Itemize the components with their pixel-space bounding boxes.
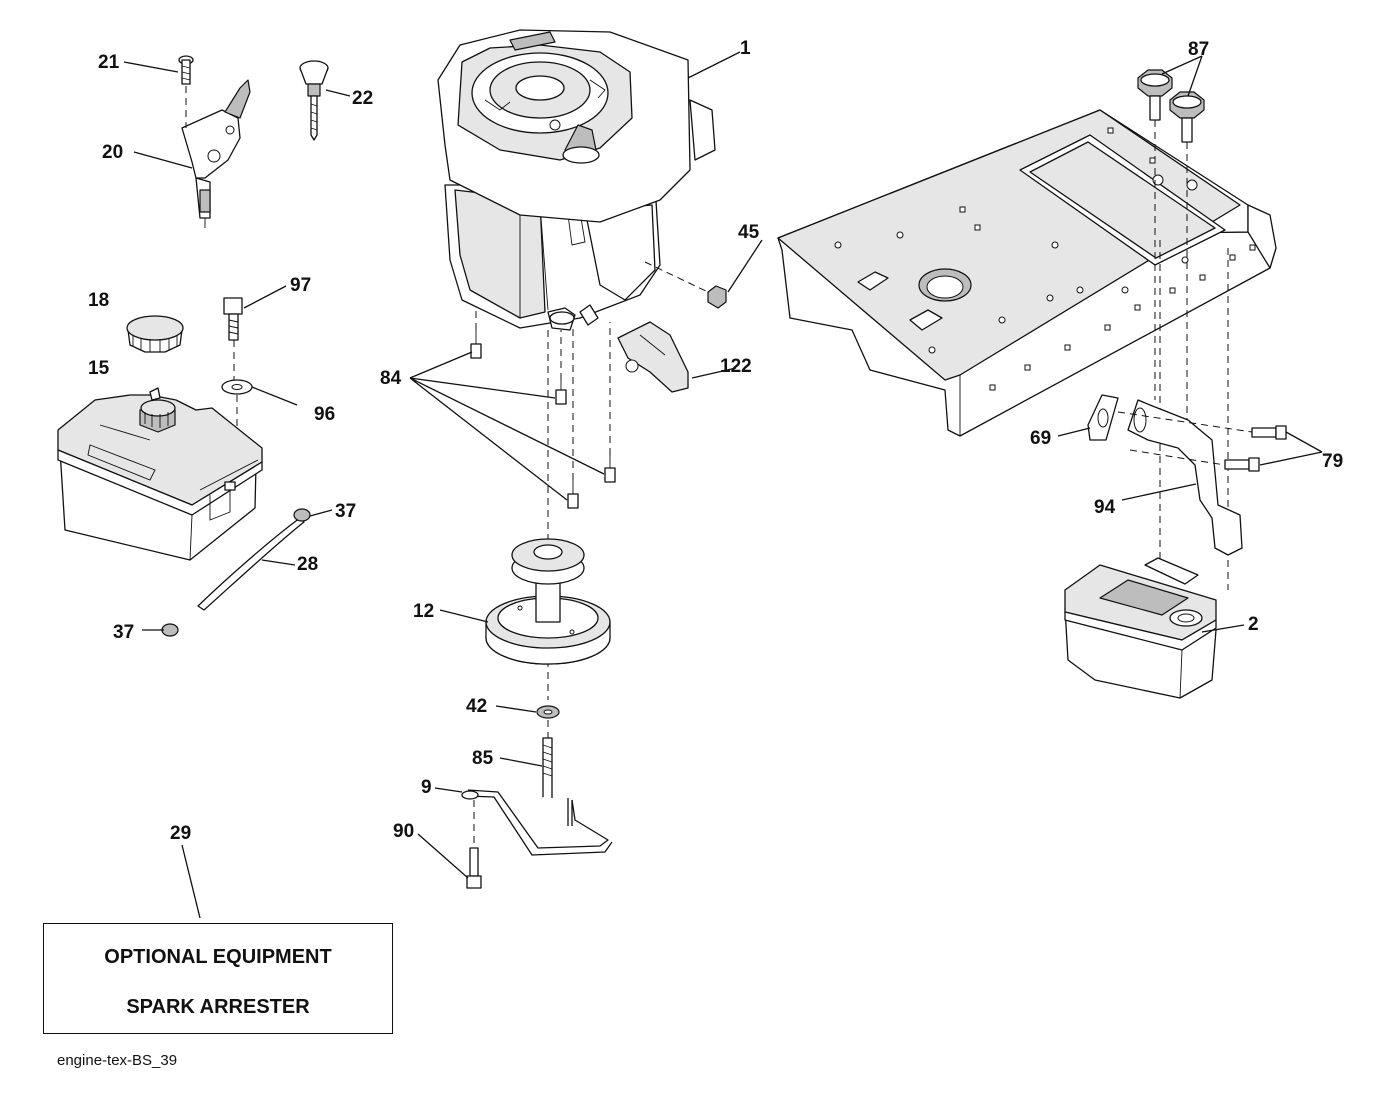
callout-90: 90 bbox=[393, 821, 414, 842]
callout-22: 22 bbox=[352, 88, 373, 109]
fuel-tank-15 bbox=[57, 387, 263, 561]
diagram-caption: engine-tex-BS_39 bbox=[57, 1052, 178, 1069]
leader-lines bbox=[123, 51, 1323, 919]
callout-1: 1 bbox=[740, 38, 751, 59]
callout-20: 20 bbox=[102, 142, 123, 163]
callout-12: 12 bbox=[413, 601, 434, 622]
callout-94: 94 bbox=[1094, 497, 1116, 518]
bolt-90 bbox=[466, 800, 482, 889]
callout-28: 28 bbox=[297, 554, 318, 575]
callout-87: 87 bbox=[1188, 39, 1209, 60]
throttle-control-20 bbox=[181, 79, 251, 228]
callout-97: 97 bbox=[290, 275, 311, 296]
callout-2: 2 bbox=[1248, 614, 1259, 635]
exhaust-pipe-94 bbox=[1127, 399, 1243, 556]
frame-plate bbox=[777, 109, 1277, 437]
callout-21: 21 bbox=[98, 52, 120, 73]
bracket-9 bbox=[461, 789, 613, 856]
callout-37-lower: 37 bbox=[113, 622, 134, 643]
muffler-2 bbox=[1064, 557, 1217, 699]
bolts-84 bbox=[470, 330, 616, 509]
gasket-69 bbox=[1087, 394, 1119, 441]
washer-42 bbox=[536, 705, 560, 719]
washer-96 bbox=[221, 379, 253, 395]
callout-45: 45 bbox=[738, 222, 760, 243]
callout-79: 79 bbox=[1322, 451, 1343, 472]
callout-15: 15 bbox=[88, 358, 110, 379]
fuel-cap-18 bbox=[126, 315, 184, 353]
spark-arrester-label: SPARK ARRESTER bbox=[126, 996, 310, 1018]
optional-equipment-box: OPTIONAL EQUIPMENT SPARK ARRESTER bbox=[43, 923, 393, 1034]
callout-37-upper: 37 bbox=[335, 501, 356, 522]
optional-equipment-label: OPTIONAL EQUIPMENT bbox=[104, 946, 332, 968]
engine-assembly bbox=[437, 29, 716, 329]
nut-45 bbox=[707, 285, 727, 309]
callout-69: 69 bbox=[1030, 428, 1051, 449]
callout-122: 122 bbox=[720, 356, 752, 377]
callout-9: 9 bbox=[421, 777, 432, 798]
engine-output-hub bbox=[547, 304, 599, 331]
knobs-87 bbox=[1137, 69, 1205, 143]
bolts-79 bbox=[1224, 425, 1287, 472]
pin-22 bbox=[299, 60, 329, 141]
pulley-12 bbox=[485, 538, 611, 665]
callout-42: 42 bbox=[466, 696, 487, 717]
callout-18: 18 bbox=[88, 290, 109, 311]
callout-84: 84 bbox=[380, 368, 402, 389]
callout-labels: 1 2 9 12 15 18 20 21 22 28 29 37 37 42 4… bbox=[88, 38, 1343, 844]
bolt-97 bbox=[223, 297, 243, 341]
callout-85: 85 bbox=[472, 748, 494, 769]
callout-29: 29 bbox=[170, 823, 191, 844]
clamp-37-upper bbox=[293, 508, 311, 522]
callout-96: 96 bbox=[314, 404, 335, 425]
deflector-122 bbox=[617, 321, 689, 393]
clamp-37-lower bbox=[161, 623, 179, 637]
screw-21 bbox=[178, 55, 194, 85]
fuel-line-28 bbox=[197, 517, 305, 611]
